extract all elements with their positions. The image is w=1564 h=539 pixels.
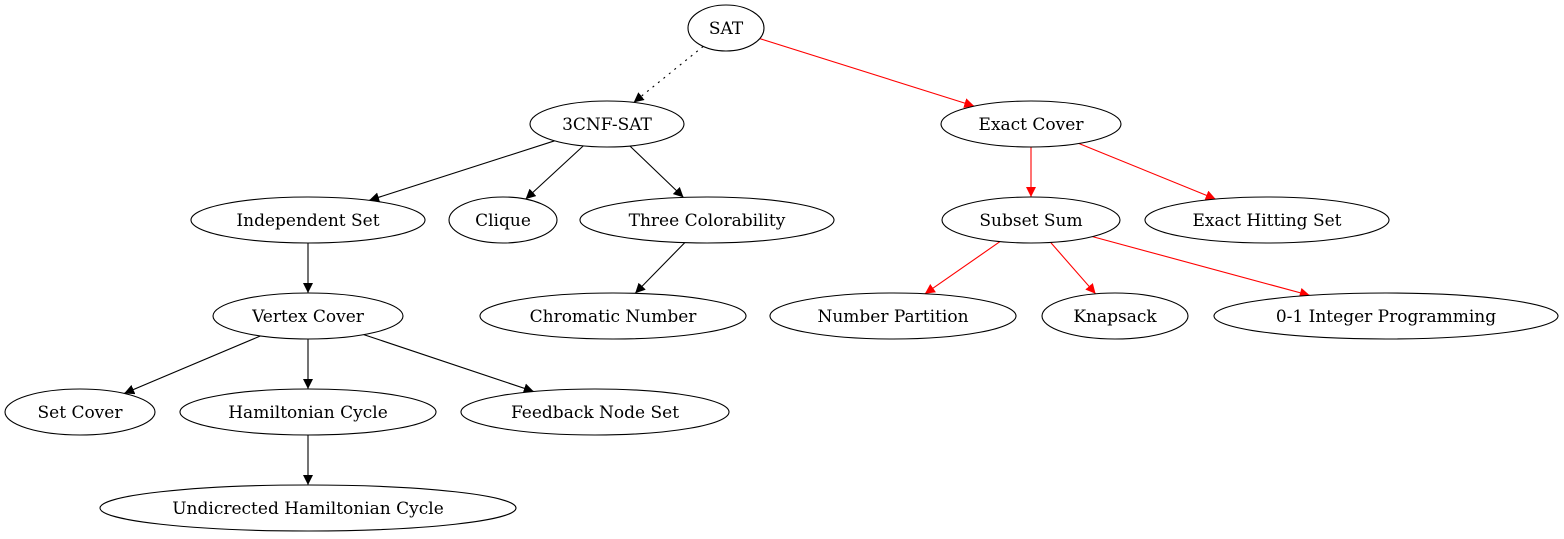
node-label-number-partition: Number Partition [817, 307, 968, 327]
node-ellipse-set-cover [4, 388, 156, 436]
node-subset-sum: Subset Sum [941, 196, 1121, 244]
edge-3cnf-to-three-colorability [629, 145, 684, 198]
node-ellipse-independent-set [190, 196, 426, 244]
node-set-cover: Set Cover [4, 388, 156, 436]
node-ellipse-exact-hitting-set [1144, 196, 1390, 244]
node-label-integer-programming: 0-1 Integer Programming [1276, 307, 1496, 327]
node-ellipse-hamiltonian-cycle [179, 388, 437, 436]
edge-vertex-cover-to-feedback-node-set [363, 334, 534, 394]
node-three-colorability: Three Colorability [579, 196, 835, 244]
edge-subset-sum-to-knapsack [1050, 242, 1097, 295]
edge-three-colorability-to-chromatic-number [634, 242, 686, 294]
node-ellipse-vertex-cover [212, 292, 404, 340]
edge-subset-sum-to-integer-programming [1092, 236, 1310, 298]
node-sat: SAT [687, 4, 765, 52]
edge-sat-to-exact-cover [759, 38, 975, 108]
node-label-vertex-cover: Vertex Cover [251, 307, 365, 327]
node-ellipse-integer-programming [1213, 292, 1559, 340]
node-ellipse-feedback-node-set [460, 388, 730, 436]
node-3cnf: 3CNF-SAT [529, 100, 685, 148]
node-ellipse-number-partition [769, 292, 1017, 340]
node-number-partition: Number Partition [769, 292, 1017, 340]
node-label-subset-sum: Subset Sum [979, 211, 1082, 231]
node-exact-cover: Exact Cover [940, 100, 1122, 148]
node-hamiltonian-cycle: Hamiltonian Cycle [179, 388, 437, 436]
edge-exact-cover-to-exact-hitting-set [1078, 142, 1216, 200]
node-clique: Clique [448, 196, 558, 244]
node-label-exact-cover: Exact Cover [979, 115, 1085, 135]
node-vertex-cover: Vertex Cover [212, 292, 404, 340]
node-knapsack: Knapsack [1041, 292, 1189, 340]
node-label-undirected-hamiltonian-cycle: Undicrected Hamiltonian Cycle [172, 499, 444, 519]
node-exact-hitting-set: Exact Hitting Set [1144, 196, 1390, 244]
node-ellipse-knapsack [1041, 292, 1189, 340]
node-label-three-colorability: Three Colorability [629, 211, 786, 231]
node-label-set-cover: Set Cover [38, 403, 124, 423]
node-feedback-node-set: Feedback Node Set [460, 388, 730, 436]
edge-sat-to-3cnf [633, 45, 704, 103]
node-label-3cnf: 3CNF-SAT [562, 115, 652, 135]
edge-3cnf-to-clique [525, 145, 584, 200]
edge-subset-sum-to-number-partition [924, 241, 1001, 295]
node-ellipse-3cnf [529, 100, 685, 148]
node-label-knapsack: Knapsack [1073, 307, 1157, 327]
edges-layer [123, 38, 1310, 485]
node-label-sat: SAT [709, 19, 744, 39]
node-ellipse-undirected-hamiltonian-cycle [99, 484, 517, 532]
node-label-clique: Clique [475, 211, 531, 231]
node-ellipse-clique [448, 196, 558, 244]
node-ellipse-three-colorability [579, 196, 835, 244]
node-ellipse-subset-sum [941, 196, 1121, 244]
edge-3cnf-to-independent-set [368, 140, 555, 203]
node-label-exact-hitting-set: Exact Hitting Set [1192, 211, 1341, 231]
node-label-feedback-node-set: Feedback Node Set [511, 403, 679, 423]
node-label-independent-set: Independent Set [236, 211, 379, 231]
node-ellipse-chromatic-number [479, 292, 747, 340]
node-ellipse-exact-cover [940, 100, 1122, 148]
node-label-chromatic-number: Chromatic Number [530, 307, 698, 327]
node-chromatic-number: Chromatic Number [479, 292, 747, 340]
node-integer-programming: 0-1 Integer Programming [1213, 292, 1559, 340]
node-label-hamiltonian-cycle: Hamiltonian Cycle [228, 403, 388, 423]
edge-vertex-cover-to-set-cover [123, 335, 261, 395]
node-ellipse-sat [687, 4, 765, 52]
node-independent-set: Independent Set [190, 196, 426, 244]
node-undirected-hamiltonian-cycle: Undicrected Hamiltonian Cycle [99, 484, 517, 532]
